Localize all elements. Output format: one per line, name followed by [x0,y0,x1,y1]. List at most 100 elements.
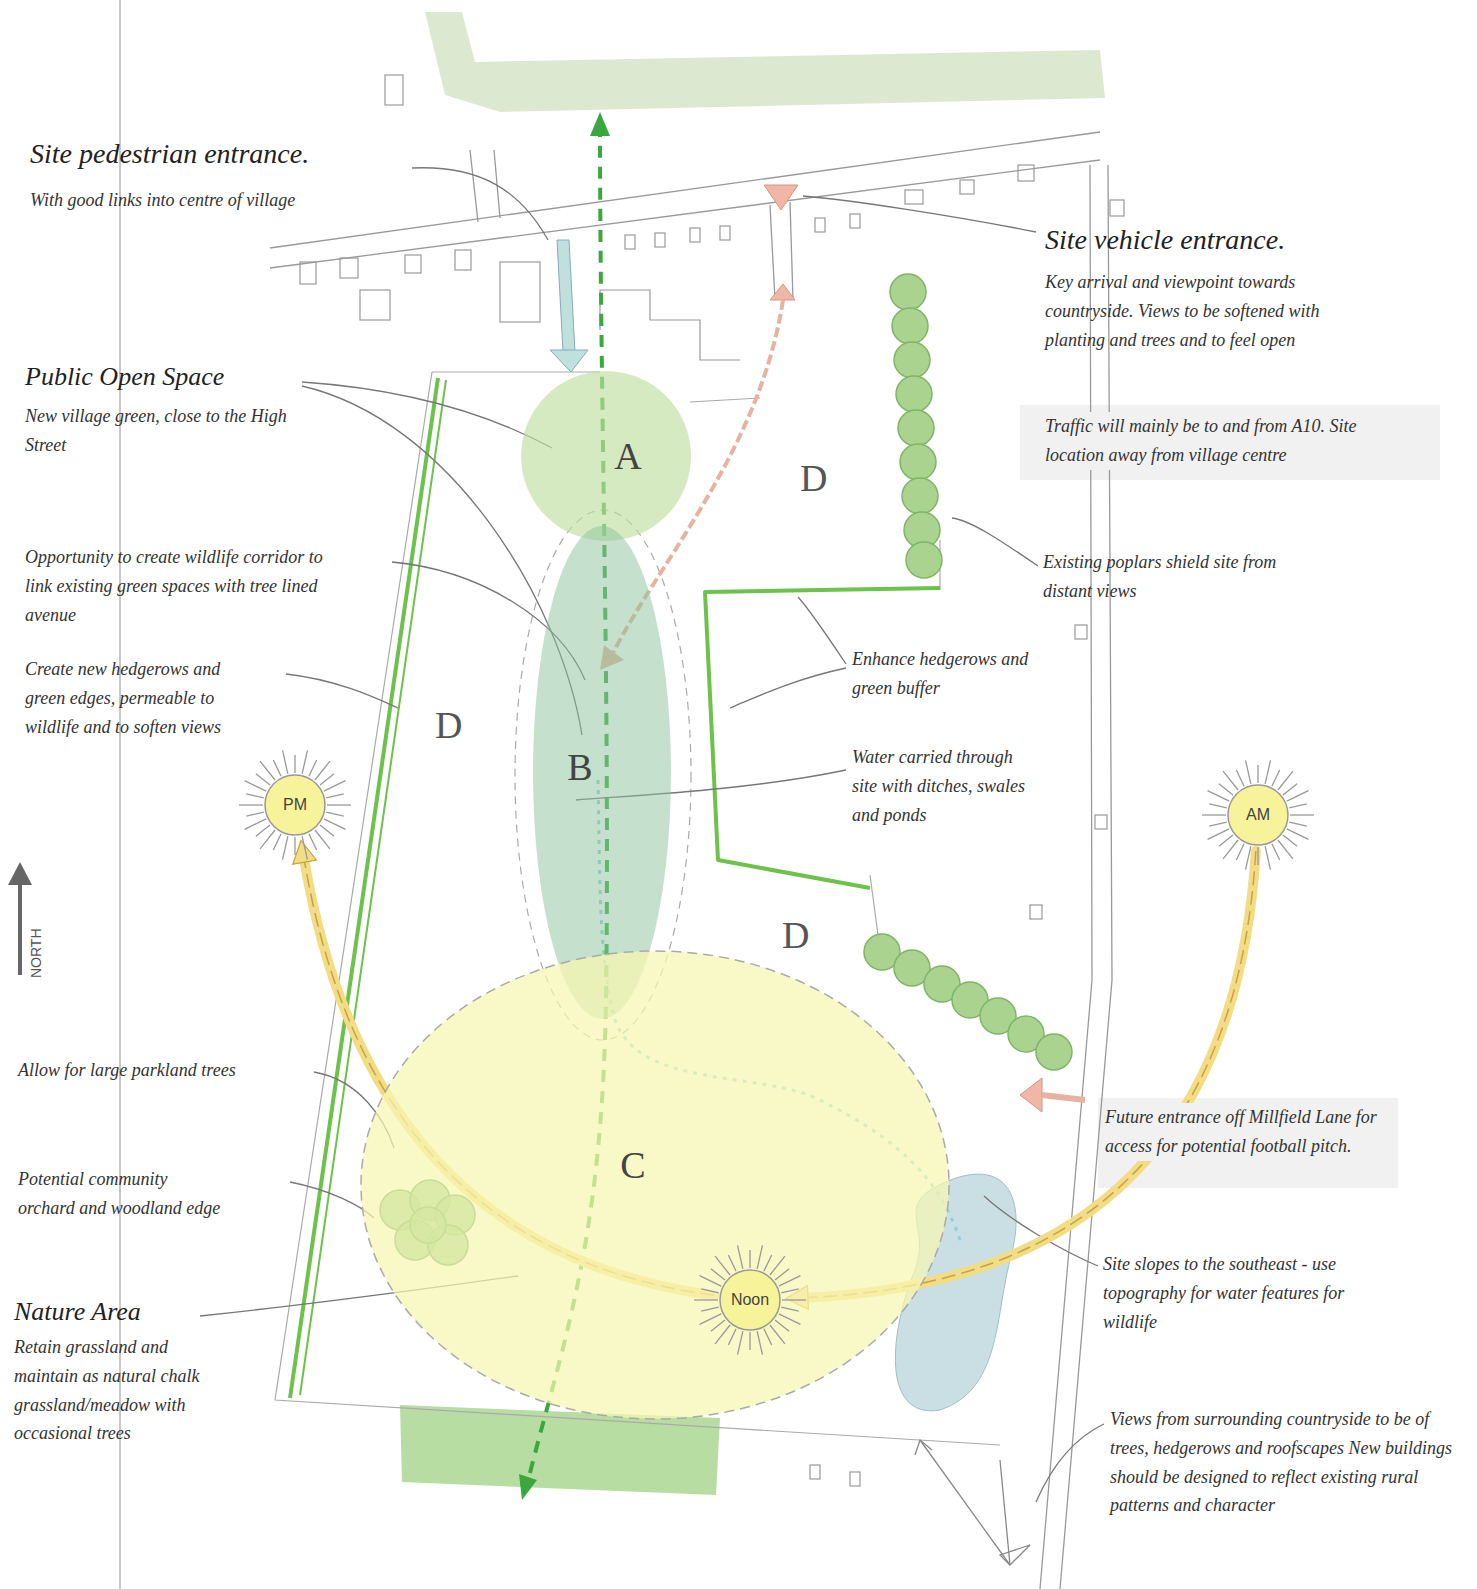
zone-letter: D [800,448,827,509]
sun-ray [327,804,351,805]
sun-ray [1209,822,1227,826]
node-label: B [567,745,592,789]
roads [270,132,1112,1589]
sun-ray [283,750,288,773]
poplar-trees [902,478,938,514]
viewpoint [1000,1460,1010,1565]
entrance-arrows [1020,1078,1042,1112]
sun-ray [256,774,270,785]
zone-letter: D [782,905,809,966]
nature-area-outline [361,951,949,1419]
node-label: AM [1246,806,1270,824]
sun-ray [315,830,330,849]
wildlife-corridor-outline [533,526,671,1019]
leader-lines [1036,1424,1104,1502]
sun-ray [1219,835,1233,846]
sun-ray [764,1255,772,1271]
note: Retain grassland and maintain as natural… [14,1333,229,1448]
sun-ray [245,781,267,791]
note: Potential community orchard and woodland… [18,1165,228,1223]
sun-ray [700,1314,722,1324]
leader-lines [952,518,1038,566]
note: Water carried through site with ditches,… [852,743,1042,829]
tree-canopy [425,12,1105,112]
roads [270,160,1100,268]
sun-ray [246,812,264,816]
north-arrow [8,862,32,885]
entrance-arrows [770,284,795,300]
sun-ray [1289,822,1307,826]
sun-ray [1208,791,1230,801]
site-boundary [690,398,760,402]
sun-ray [1202,814,1226,815]
poplar-trees [890,274,926,310]
sun-ray [738,1331,743,1354]
note: Enhance hedgerows and green buffer [852,645,1047,703]
leader-lines [286,674,398,708]
sun-ray [294,837,295,855]
sun-ray [1278,840,1293,859]
sun-ray [324,781,346,791]
houses [300,75,1124,1486]
viewpoint [1000,1545,1030,1565]
poplar-trees [1036,1034,1072,1070]
nature-area-shape [360,950,950,1420]
sun-ray [309,834,317,850]
poplar-trees [900,444,936,480]
sun-ray [1257,847,1258,865]
sun-ray [320,825,334,836]
houses [1110,200,1124,216]
leader-lines [803,196,1036,232]
heading: Nature Area [14,1295,274,1329]
entrance-arrows [1042,1095,1085,1100]
leader-lines [412,168,548,240]
sun-symbol: AM [1198,755,1318,875]
poplar-trees [896,376,932,412]
houses [600,290,740,360]
viewpoint [920,1440,1010,1565]
sun-symbol: PM [235,745,355,865]
note: Site slopes to the southeast - use topog… [1103,1250,1363,1336]
sun-ray [302,836,307,859]
sun-ray [1265,846,1270,869]
zone-letter: D [435,695,462,756]
site-boundary [275,372,1000,1445]
sun-ray [775,1269,789,1280]
sun-ray [245,819,267,829]
houses [300,262,316,284]
panel [1020,405,1440,480]
sun-ray [728,1255,736,1271]
sun-ray [273,760,281,776]
sun-ray [1278,771,1293,790]
note: Views from surrounding countryside to be… [1110,1405,1455,1520]
roads [270,132,1100,248]
note: New village green, close to the High Str… [25,402,290,460]
sun-ray [764,1329,772,1345]
sun-ray [1223,771,1238,790]
sun-ray [728,1329,736,1345]
houses [960,180,974,194]
viewpoint [915,1440,1030,1565]
entrance-arrows [550,350,588,372]
houses [815,218,825,232]
sun-ray [1272,844,1280,860]
sun-ray [256,825,270,836]
sun-ray [711,1269,725,1280]
roads [1060,165,1112,1589]
roads [470,150,478,222]
sun-ray [770,1256,785,1275]
sun-ray [309,760,317,776]
sun-ray [260,830,275,849]
sun-ray [757,1331,762,1354]
roads [770,205,775,300]
site-boundary [275,372,1000,1445]
sun-ray [701,1307,719,1311]
sun-ray [1283,835,1297,846]
leader-lines [200,168,1104,1502]
heading: Public Open Space [25,360,345,394]
leader-lines [302,382,552,448]
houses [405,255,421,273]
poplar-trees [906,542,942,578]
sun-ray [294,755,295,773]
sun-ray [239,804,263,805]
